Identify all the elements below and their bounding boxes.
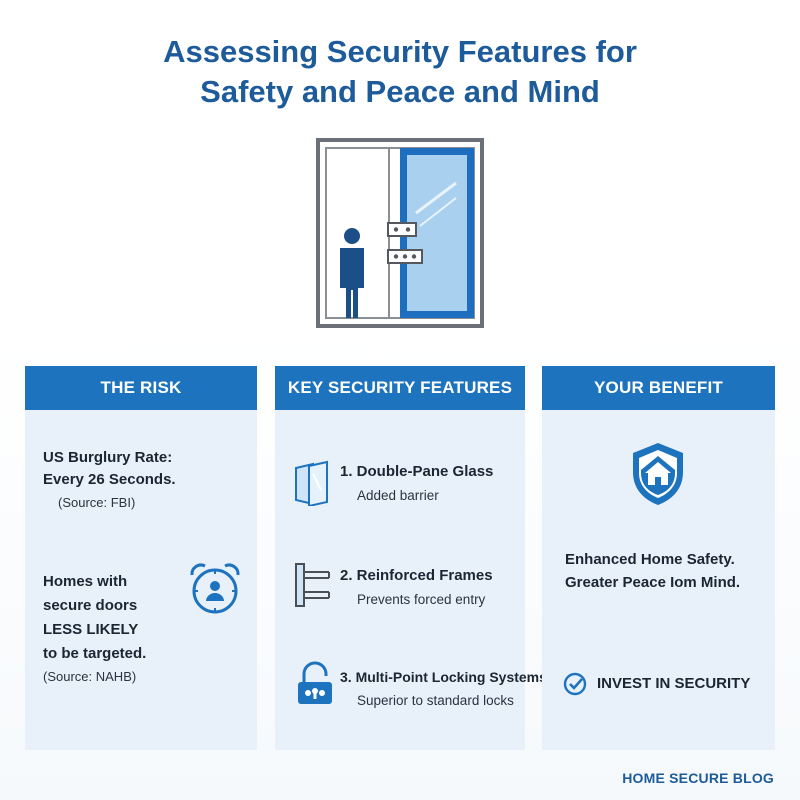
page-title: Assessing Security Features for Safety a… [0,32,800,112]
alarm-clock-person-icon [190,563,240,614]
risk-fact-line-1: Homes with [43,573,128,590]
risk-stat-line-1: US Burglury Rate: [43,449,173,466]
risk-header: THE RISK [25,366,257,410]
features-header: KEY SECURITY FEATURES [275,366,525,410]
footer-brand[interactable]: HOME SECURE BLOG [622,770,774,786]
feature-1-desc: Added barrier [357,488,439,503]
benefit-line-1: Enhanced Home Safety. [565,551,735,568]
benefit-line-2: Greater Peace Iom Mind. [565,574,741,591]
risk-stat-line-2: Every 26 Seconds. [43,471,176,488]
feature-1-title: 1. Double-Pane Glass [340,463,494,480]
title-line-2: Safety and Peace and Mind [200,74,600,109]
risk-panel: THE RISK [25,366,257,750]
risk-fact-source: (Source: NAHB) [43,669,137,684]
benefit-header: YOUR BENEFIT [542,366,775,410]
risk-fact-line-3: LESS LIKELY [43,621,139,638]
double-pane-icon [295,460,328,506]
feature-2-title: 2. Reinforced Frames [340,567,493,584]
shield-home-icon [633,443,683,505]
frame-icon [295,563,330,607]
check-circle-icon [563,672,587,696]
person-icon [340,228,364,318]
invest-cta[interactable]: INVEST IN SECURITY [563,672,753,696]
feature-3-title: 3. Multi-Point Locking Systems [340,669,547,685]
invest-cta-label: INVEST IN SECURITY [597,675,751,692]
risk-stat-source: (Source: FBI) [58,495,136,510]
feature-2-desc: Prevents forced entry [357,592,486,607]
title-line-1: Assessing Security Features for [163,34,637,69]
feature-3-desc: Superior to standard locks [357,693,514,708]
padlock-icon [298,661,332,704]
sliding-door-illustration [316,138,484,328]
benefit-panel: YOUR BENEFIT [542,366,775,750]
lock-plates-icon [387,222,423,264]
risk-fact-line-2: secure doors [43,597,138,614]
risk-fact-line-4: to be targeted. [43,645,147,662]
